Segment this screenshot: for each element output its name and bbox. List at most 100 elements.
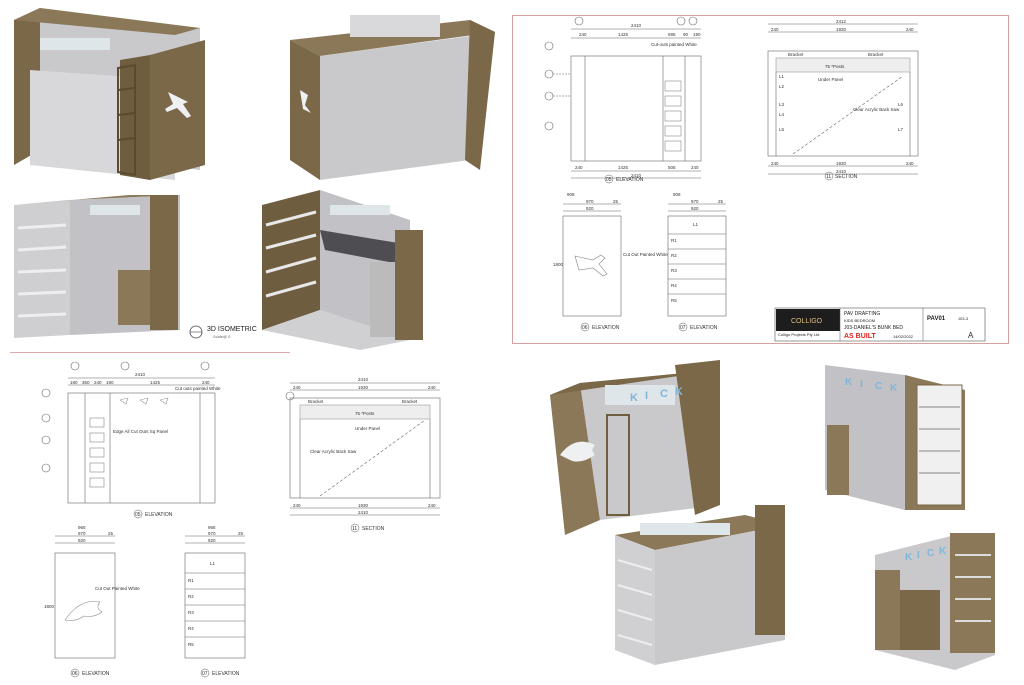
- svg-text:ELEVATION: ELEVATION: [616, 177, 644, 183]
- svg-text:R2: R2: [188, 594, 194, 599]
- svg-text:2410: 2410: [631, 23, 642, 28]
- revision-letter: A: [968, 331, 974, 340]
- project-name: PAV DRAFTING: [844, 311, 880, 317]
- svg-text:25: 25: [718, 199, 724, 204]
- svg-text:240: 240: [906, 27, 914, 32]
- iso-caption-sub: Scale@ 0: [213, 334, 231, 339]
- svg-text:75 *Posts: 75 *Posts: [355, 411, 375, 416]
- iso-caption-text: 3D ISOMETRIC: [207, 326, 257, 333]
- svg-text:Under Panel: Under Panel: [818, 77, 843, 82]
- svg-text:966: 966: [208, 525, 216, 530]
- iso-view-dolphin-front: [550, 360, 720, 535]
- svg-text:970: 970: [78, 531, 86, 536]
- letter-k3: K: [845, 377, 853, 388]
- svg-text:1930: 1930: [358, 385, 369, 390]
- letter-k5: K: [905, 552, 913, 563]
- svg-text:Bracket: Bracket: [402, 399, 418, 404]
- sheet-number: PAV01: [927, 316, 946, 322]
- letter-c3: C: [927, 548, 934, 559]
- svg-text:06: 06: [582, 325, 588, 331]
- elevation-05-top: [544, 16, 702, 179]
- elevation-07-bottom-text: 966 970 25 920 L1 R1 R2 R3 R4 R5 07 ELEV…: [188, 525, 244, 678]
- svg-text:908: 908: [567, 192, 575, 197]
- svg-text:R1: R1: [671, 238, 677, 243]
- svg-text:240: 240: [428, 503, 436, 508]
- svg-text:L6: L6: [898, 102, 904, 107]
- svg-text:2410: 2410: [358, 510, 369, 515]
- svg-text:1800: 1800: [553, 262, 564, 267]
- svg-text:2410: 2410: [135, 372, 146, 377]
- svg-text:R5: R5: [671, 298, 677, 303]
- svg-text:L3: L3: [779, 102, 785, 107]
- svg-text:190: 190: [106, 380, 114, 385]
- svg-text:ELEVATION: ELEVATION: [690, 325, 718, 331]
- sheet-ref: J03-3: [958, 316, 969, 321]
- drawing-sheet-top-svg: 240 1425 695 90 190 2410 240 1425 505 24…: [544, 16, 986, 342]
- svg-text:2410: 2410: [631, 173, 642, 178]
- svg-text:05: 05: [606, 177, 612, 183]
- svg-text:05: 05: [135, 512, 141, 518]
- iso-view-bookcase-kick: K I C K: [825, 365, 965, 510]
- isometric-views-top: 3D ISOMETRIC Scale@ 0: [0, 0, 500, 350]
- room-name: KIDS BEDROOM: [844, 318, 875, 323]
- svg-text:Bracket: Bracket: [868, 52, 884, 57]
- svg-text:920: 920: [208, 538, 216, 543]
- isometric-views-svg: 3D ISOMETRIC Scale@ 0: [14, 8, 495, 350]
- svg-text:07: 07: [680, 325, 686, 331]
- svg-text:Clear Acrylic Back Saw: Clear Acrylic Back Saw: [853, 107, 900, 112]
- elevation-07-bottom: [184, 535, 246, 659]
- svg-text:190: 190: [693, 32, 701, 37]
- svg-text:R3: R3: [188, 610, 194, 615]
- section-11-top: [767, 23, 919, 175]
- svg-text:R3: R3: [671, 268, 677, 273]
- divider-line: [10, 352, 290, 353]
- drawing-date: 14/02/2022: [893, 334, 914, 339]
- iso-view-bookcase-left: [14, 195, 180, 338]
- svg-text:240: 240: [579, 32, 587, 37]
- letter-i1: I: [645, 390, 648, 402]
- elevation-06-bottom-text: 965 970 25 920 1800 Cut Out Painted Whit…: [44, 525, 140, 678]
- svg-text:1930: 1930: [836, 27, 847, 32]
- elevation-05-bottom: [41, 361, 216, 504]
- svg-text:1425: 1425: [150, 380, 161, 385]
- letter-i3: I: [917, 550, 920, 561]
- svg-text:ELEVATION: ELEVATION: [212, 671, 240, 677]
- svg-text:240: 240: [575, 165, 583, 170]
- letter-k2: K: [675, 386, 683, 398]
- iso-view-front: [14, 8, 205, 180]
- drawing-name: J03-DANIEL'S BUNK BED: [844, 325, 903, 331]
- svg-text:90: 90: [683, 32, 689, 37]
- svg-text:L1: L1: [210, 561, 216, 566]
- svg-text:240: 240: [94, 380, 102, 385]
- svg-text:180: 180: [70, 380, 78, 385]
- svg-text:Bracket: Bracket: [308, 399, 324, 404]
- status-text: AS BUILT: [844, 333, 876, 340]
- svg-text:Bracket: Bracket: [788, 52, 804, 57]
- svg-text:Cut Out Painted White: Cut Out Painted White: [95, 586, 140, 591]
- svg-text:SECTION: SECTION: [835, 174, 858, 180]
- letter-k4: K: [890, 383, 898, 394]
- svg-text:920: 920: [78, 538, 86, 543]
- svg-text:ELEVATION: ELEVATION: [592, 325, 620, 331]
- svg-text:L2: L2: [779, 84, 785, 89]
- company-name: Colligo Projects Pty Ltd: [778, 332, 819, 337]
- svg-text:L1: L1: [779, 74, 785, 79]
- elevation-06-bottom: [54, 535, 116, 659]
- svg-text:25: 25: [613, 199, 619, 204]
- elevation-05-bottom-text: 180 360 240 190 1425 240 2410 Cut outs p…: [70, 372, 221, 519]
- section-11-bottom-text: 2410 240 1930 240 240 1930 240 2410 Brac…: [293, 377, 436, 533]
- letter-c1: C: [660, 388, 668, 400]
- svg-text:1930: 1930: [358, 503, 369, 508]
- iso-caption: 3D ISOMETRIC Scale@ 0: [189, 325, 257, 339]
- elevation-07-top: [667, 203, 727, 317]
- svg-text:1425: 1425: [618, 32, 629, 37]
- svg-text:Cut Out Painted White: Cut Out Painted White: [623, 252, 668, 257]
- svg-text:240: 240: [202, 380, 210, 385]
- svg-text:505: 505: [668, 165, 676, 170]
- section-11-top-text: 2412 240 1930 240 240 1930 240 2410 Brac…: [771, 19, 914, 181]
- svg-text:2410: 2410: [358, 377, 369, 382]
- svg-text:240: 240: [293, 385, 301, 390]
- letter-c2: C: [875, 381, 882, 392]
- svg-text:R4: R4: [188, 626, 194, 631]
- svg-text:1425: 1425: [618, 165, 629, 170]
